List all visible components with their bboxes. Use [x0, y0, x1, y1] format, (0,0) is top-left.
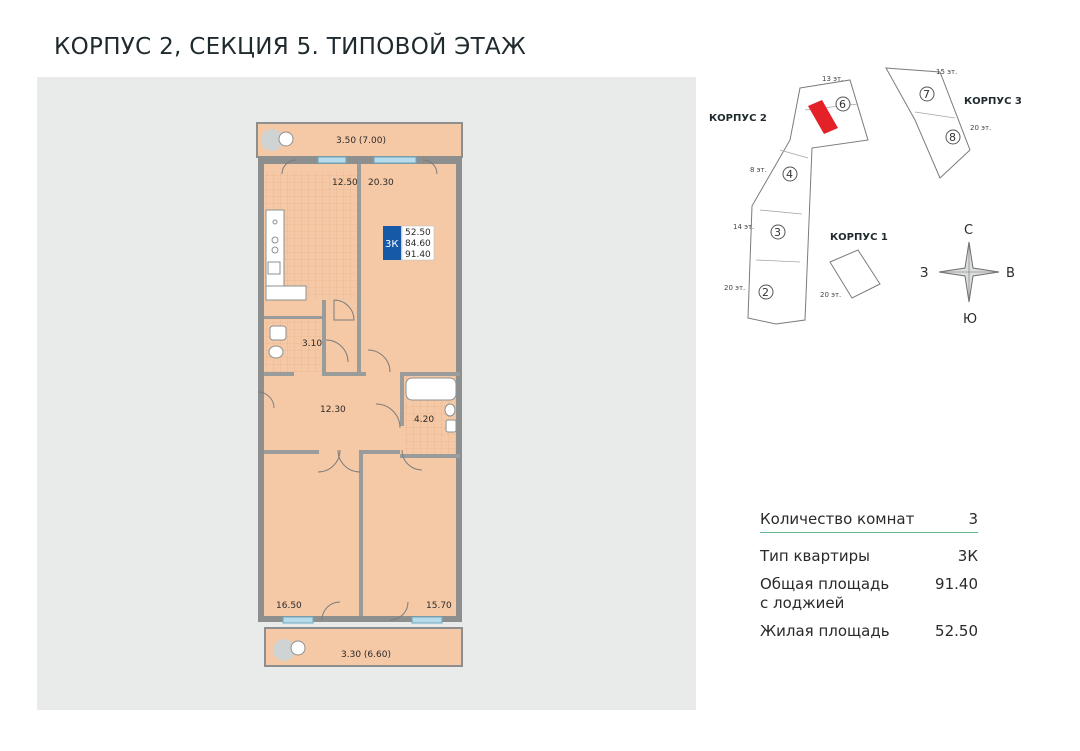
label-loggia-top: 3.50 (7.00) — [336, 136, 386, 146]
section-markers: 6 4 3 2 7 8 — [758, 86, 961, 300]
label-bedroom-left: 16.50 — [276, 601, 302, 611]
highlighted-section — [808, 100, 838, 134]
floors-section-8: 20 эт. — [970, 124, 991, 132]
badge-total-area: 84.60 — [405, 239, 431, 249]
info-total-area-label-line2: с лоджией — [760, 594, 845, 612]
building-3-shape — [885, 67, 971, 179]
building-1-shape — [829, 249, 881, 299]
section-3: 3 — [774, 226, 781, 239]
info-total-area-label: Общая площадь с лоджией — [760, 575, 889, 613]
floors-section-2: 20 эт. — [724, 284, 745, 292]
floors-section-3: 14 эт. — [733, 223, 754, 231]
info-apartment-type-value: 3К — [957, 547, 978, 565]
compass-north: С — [964, 223, 973, 238]
floors-section-6: 13 эт. — [822, 75, 843, 83]
label-hall: 12.30 — [320, 405, 346, 415]
label-bathroom-small: 3.10 — [302, 339, 322, 349]
compass: С Ю З В — [920, 223, 1015, 327]
info-living-area: Жилая площадь 52.50 — [760, 622, 978, 641]
badge-area-with-loggia: 91.40 — [405, 250, 431, 260]
room-labels: 3.50 (7.00) 12.50 20.30 3.10 12.30 4.20 … — [276, 136, 452, 660]
section-2: 2 — [762, 286, 769, 299]
info-rooms-count: Количество комнат 3 — [760, 510, 978, 533]
building-2-label: КОРПУС 2 — [709, 113, 767, 124]
label-kitchen: 12.50 — [332, 178, 358, 188]
apartment-badge: 3К 52.50 84.60 91.40 — [383, 225, 435, 261]
site-plan — [747, 67, 971, 325]
info-total-area-label-line1: Общая площадь — [760, 575, 890, 593]
info-rooms-count-value: 3 — [968, 510, 978, 528]
label-bathroom: 4.20 — [414, 415, 434, 425]
floor-labels: 13 эт. 8 эт. 14 эт. 20 эт. 15 эт. 20 эт.… — [724, 68, 991, 299]
floors-building-1: 20 эт. — [820, 291, 841, 299]
building-3-label: КОРПУС 3 — [964, 96, 1022, 107]
info-rooms-count-label: Количество комнат — [760, 510, 915, 528]
label-living: 20.30 — [368, 178, 394, 188]
info-living-area-value: 52.50 — [935, 622, 978, 640]
section-4: 4 — [786, 168, 793, 181]
building-2-shape — [747, 79, 869, 325]
building-1-label: КОРПУС 1 — [830, 232, 888, 243]
badge-living-area: 52.50 — [405, 228, 431, 238]
floors-section-4: 8 эт. — [750, 166, 767, 174]
apartment — [256, 122, 463, 667]
page-title: КОРПУС 2, СЕКЦИЯ 5. ТИПОВОЙ ЭТАЖ — [54, 34, 527, 60]
badge-type: 3К — [385, 239, 398, 250]
section-8: 8 — [949, 131, 956, 144]
compass-east: В — [1006, 266, 1015, 281]
badge-type-box — [383, 226, 401, 260]
label-bedroom-right: 15.70 — [426, 601, 452, 611]
section-7: 7 — [923, 88, 930, 101]
floors-section-7: 15 эт. — [936, 68, 957, 76]
info-apartment-type-label: Тип квартиры — [760, 547, 870, 565]
label-loggia-bottom: 3.30 (6.60) — [341, 650, 391, 660]
info-total-area-value: 91.40 — [935, 575, 978, 593]
info-living-area-label: Жилая площадь — [760, 622, 890, 640]
section-6: 6 — [839, 98, 846, 111]
compass-south: Ю — [963, 312, 977, 327]
apartment-info: Количество комнат 3 Тип квартиры 3К Обща… — [760, 510, 978, 650]
compass-west: З — [920, 266, 928, 281]
info-total-area: Общая площадь с лоджией 91.40 — [760, 575, 978, 613]
info-apartment-type: Тип квартиры 3К — [760, 547, 978, 566]
